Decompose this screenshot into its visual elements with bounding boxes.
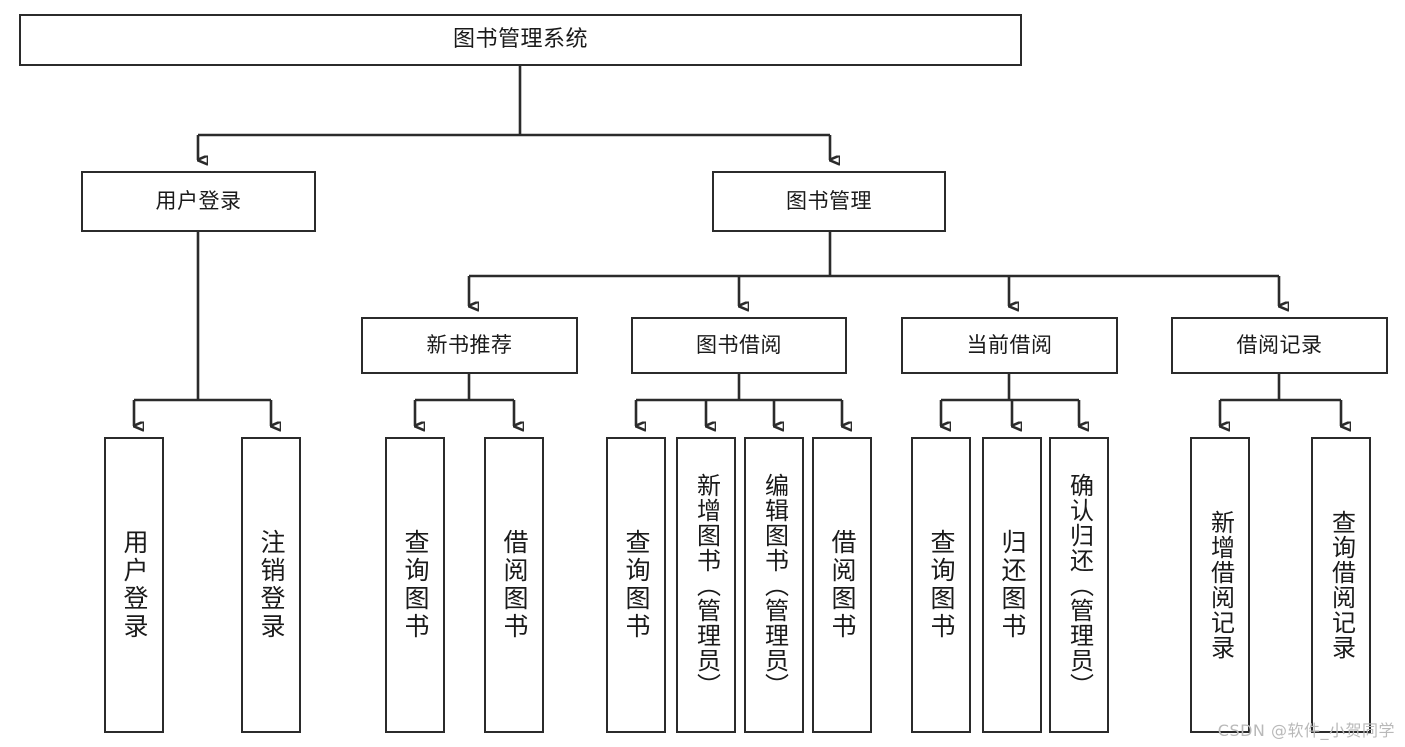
leaf-add-book-admin-label: 新增图书（管理员） <box>692 472 721 698</box>
node-current-borrowing[interactable]: 当前借阅 <box>901 317 1118 374</box>
leaf-user-logout[interactable]: 注销登录 <box>241 437 301 733</box>
leaf-borrow-books-new-rec-label: 借阅图书 <box>500 529 529 641</box>
leaf-query-books-current[interactable]: 查询图书 <box>911 437 971 733</box>
node-borrowing-record[interactable]: 借阅记录 <box>1171 317 1388 374</box>
leaf-query-books-borrowing[interactable]: 查询图书 <box>606 437 666 733</box>
leaf-borrow-books-borrowing-label: 借阅图书 <box>828 529 857 641</box>
leaf-user-login[interactable]: 用户登录 <box>104 437 164 733</box>
node-root-system[interactable]: 图书管理系统 <box>19 14 1022 66</box>
node-root-label: 图书管理系统 <box>452 27 588 53</box>
node-book-management[interactable]: 图书管理 <box>712 171 946 232</box>
leaf-user-login-label: 用户登录 <box>120 529 149 641</box>
leaf-return-books[interactable]: 归还图书 <box>982 437 1042 733</box>
node-borrowing-record-label: 借阅记录 <box>1236 333 1323 358</box>
leaf-query-books-current-label: 查询图书 <box>927 529 956 641</box>
leaf-return-books-label: 归还图书 <box>998 529 1027 641</box>
leaf-query-books-new-rec-label: 查询图书 <box>401 529 430 641</box>
node-user-login[interactable]: 用户登录 <box>81 171 316 232</box>
node-book-borrowing-label: 图书借阅 <box>696 333 782 358</box>
leaf-edit-book-admin-label: 编辑图书（管理员） <box>760 472 789 698</box>
leaf-borrow-books-new-rec[interactable]: 借阅图书 <box>484 437 544 733</box>
node-book-borrowing[interactable]: 图书借阅 <box>631 317 847 374</box>
watermark-text: CSDN @软件_小贺同学 <box>1217 721 1395 740</box>
leaf-query-borrow-record[interactable]: 查询借阅记录 <box>1311 437 1371 733</box>
leaf-add-borrow-record[interactable]: 新增借阅记录 <box>1190 437 1250 733</box>
node-current-borrowing-label: 当前借阅 <box>966 333 1053 358</box>
leaf-query-borrow-record-label: 查询借阅记录 <box>1327 510 1356 660</box>
leaf-add-book-admin[interactable]: 新增图书（管理员） <box>676 437 736 733</box>
node-book-management-label: 图书管理 <box>786 189 872 214</box>
leaf-confirm-return-admin[interactable]: 确认归还（管理员） <box>1049 437 1109 733</box>
leaf-query-books-borrowing-label: 查询图书 <box>622 529 651 641</box>
node-user-login-label: 用户登录 <box>155 189 242 214</box>
leaf-borrow-books-borrowing[interactable]: 借阅图书 <box>812 437 872 733</box>
node-new-book-recommendation[interactable]: 新书推荐 <box>361 317 578 374</box>
leaf-edit-book-admin[interactable]: 编辑图书（管理员） <box>744 437 804 733</box>
leaf-add-borrow-record-label: 新增借阅记录 <box>1206 510 1235 660</box>
leaf-user-logout-label: 注销登录 <box>257 529 286 641</box>
leaf-confirm-return-admin-label: 确认归还（管理员） <box>1065 472 1094 698</box>
node-new-book-recommendation-label: 新书推荐 <box>426 333 513 358</box>
leaf-query-books-new-rec[interactable]: 查询图书 <box>385 437 445 733</box>
